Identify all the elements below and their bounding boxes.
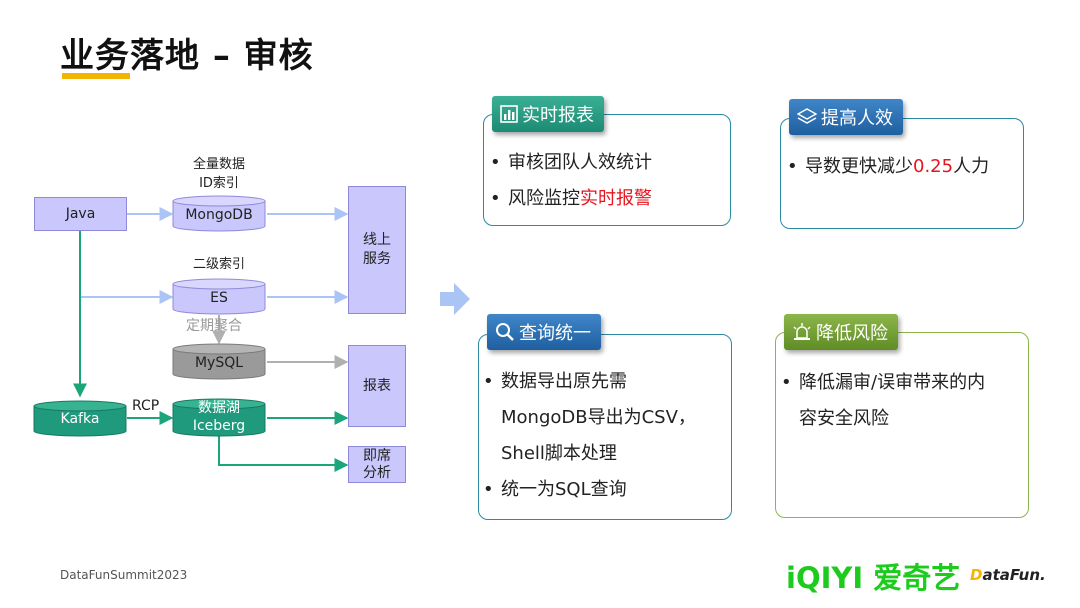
search-icon (496, 323, 514, 341)
java-node: Java (34, 197, 127, 231)
es-cylinder (172, 278, 266, 315)
tag-risk-label: 降低风险 (816, 323, 888, 344)
label-secondary-index: 二级索引 (192, 257, 245, 272)
datalake-cylinder (172, 398, 266, 437)
list-item: 审核团队人效统计 (490, 145, 652, 181)
arrow-datalake-adhoc (218, 436, 349, 472)
tag-efficiency: 提高人效 (789, 99, 903, 135)
label-periodic-agg: 定期聚合 (186, 318, 242, 334)
card-risk (775, 332, 1029, 518)
list-item-continued: 容安全风险 (799, 408, 889, 429)
list-item-continued: Shell脚本处理 (501, 443, 617, 464)
bar-chart-icon (500, 105, 518, 123)
footer-summit-text: DataFunSummit2023 (60, 568, 188, 582)
tag-query-label: 查询统一 (519, 323, 591, 344)
mysql-node: MySQL (194, 354, 244, 371)
diagram-connectors (33, 195, 349, 472)
list-item: 风险监控实时报警 (490, 181, 652, 217)
query-list: 数据导出原先需 MongoDB导出为CSV， Shell脚本处理 统一为SQL查… (483, 364, 696, 508)
layers-icon (797, 108, 817, 124)
title-underline (62, 73, 130, 79)
efficiency-list: 导数更快减少0.25人力 (787, 149, 989, 185)
adhoc-node: 即席 分析 (348, 446, 406, 483)
kafka-cylinder (33, 400, 127, 437)
tag-query: 查询统一 (487, 314, 601, 350)
list-item: 导数更快减少0.25人力 (787, 149, 989, 185)
label-rcp: RCP (132, 398, 160, 414)
right-arrow-icon (440, 283, 470, 315)
list-item: 数据导出原先需 (483, 364, 696, 400)
kafka-node: Kafka (60, 410, 100, 427)
report-node: 报表 (348, 345, 406, 427)
realtime-alert-highlight: 实时报警 (580, 188, 652, 209)
datafun-logo: DataFun. (970, 566, 1046, 584)
tag-risk: 降低风险 (784, 314, 898, 350)
realtime-report-list: 审核团队人效统计 风险监控实时报警 (490, 145, 652, 217)
datalake-node: 数据湖 Iceberg (192, 399, 246, 434)
risk-list: 降低漏审/误审带来的内 容安全风险 (781, 365, 985, 437)
iqiyi-logo: iQIYI 爱奇艺 (786, 561, 961, 595)
mongodb-node: MongoDB (185, 206, 253, 223)
es-node: ES (210, 289, 228, 306)
list-item: 降低漏审/误审带来的内 (781, 365, 985, 401)
tag-efficiency-label: 提高人效 (821, 108, 893, 129)
alarm-light-icon (793, 323, 811, 340)
efficiency-value: 0.25 (913, 156, 954, 177)
architecture-diagram: Java 全量数据 ID索引 MongoDB 二级索引 ES 定期聚合 MySQ… (0, 0, 460, 500)
list-item-continued: MongoDB导出为CSV， (501, 407, 696, 428)
list-item: 统一为SQL查询 (483, 472, 696, 508)
tag-realtime-report-label: 实时报表 (522, 105, 594, 126)
label-id-index: ID索引 (199, 176, 239, 191)
mysql-cylinder (172, 343, 266, 380)
page-title: 业务落地 – 审核 (60, 36, 314, 76)
label-full-data: 全量数据 (192, 157, 245, 172)
mongodb-cylinder (172, 195, 266, 232)
online-service-node: 线上 服务 (348, 186, 406, 314)
tag-realtime-report: 实时报表 (492, 96, 604, 132)
